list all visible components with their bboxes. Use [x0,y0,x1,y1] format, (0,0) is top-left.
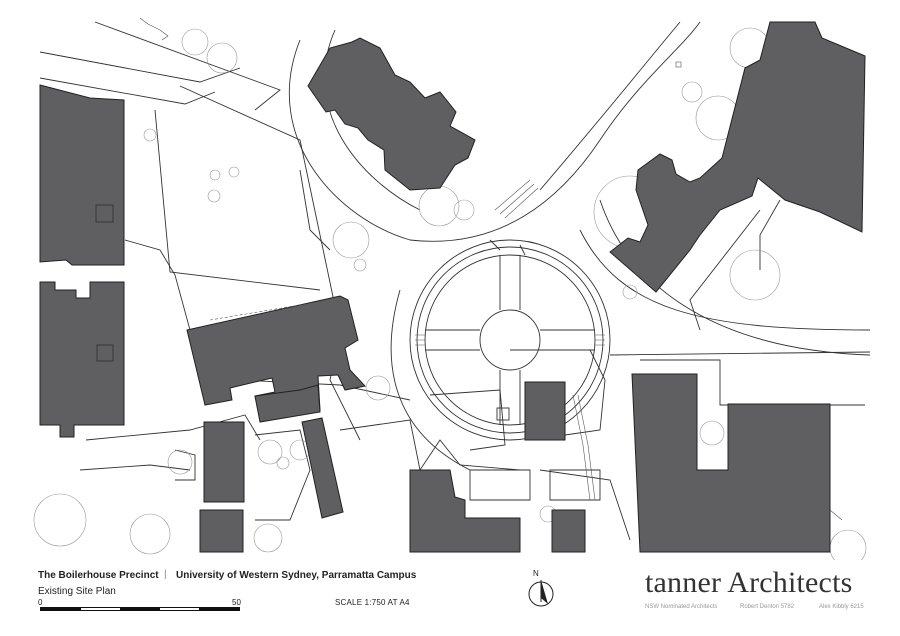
building-west-lower [39,281,125,438]
building-east-large [631,373,831,553]
building-center-west [186,295,366,421]
building-north-east [609,21,866,293]
brand-credit-robert: Robert Denton 5782 [740,604,795,610]
campus-name: University of Western Sydney, Parramatta… [176,570,417,581]
building-west-upper-lift [95,204,114,223]
scale-text: SCALE 1:750 AT A4 [335,598,410,607]
scale-bar [40,607,240,611]
north-label: N [533,569,539,578]
building-north-heritage [307,37,476,191]
brand-logo: tanner Architects [645,566,853,599]
site-plan [33,17,871,560]
north-arrow-icon [528,580,554,607]
buildings [39,21,866,553]
circular-plaza [409,239,611,441]
site-details [139,17,843,521]
scale-bar-end-label: 50 [232,598,241,607]
building-plaza-pavilion [524,381,566,441]
building-west-upper [39,84,125,266]
building-south-center [409,469,521,553]
building-west-lower-lift [96,344,114,362]
brand-credit-alex: Alex Kibbly 6215 [819,604,864,610]
brand-credit-architects: NSW Nominated Architects [645,604,718,610]
building-south-small [203,421,245,503]
building-south-base [199,509,244,553]
building-south-east-small [551,509,586,553]
building-long-south [301,417,344,519]
scale-bar-start-label: 0 [38,598,43,607]
project-name: The Boilerhouse Precinct [38,570,159,581]
building-center-west-lower [254,384,321,423]
drawing-title: Existing Site Plan [38,586,116,597]
road-lines [39,21,871,541]
title-separator: | [164,569,167,580]
